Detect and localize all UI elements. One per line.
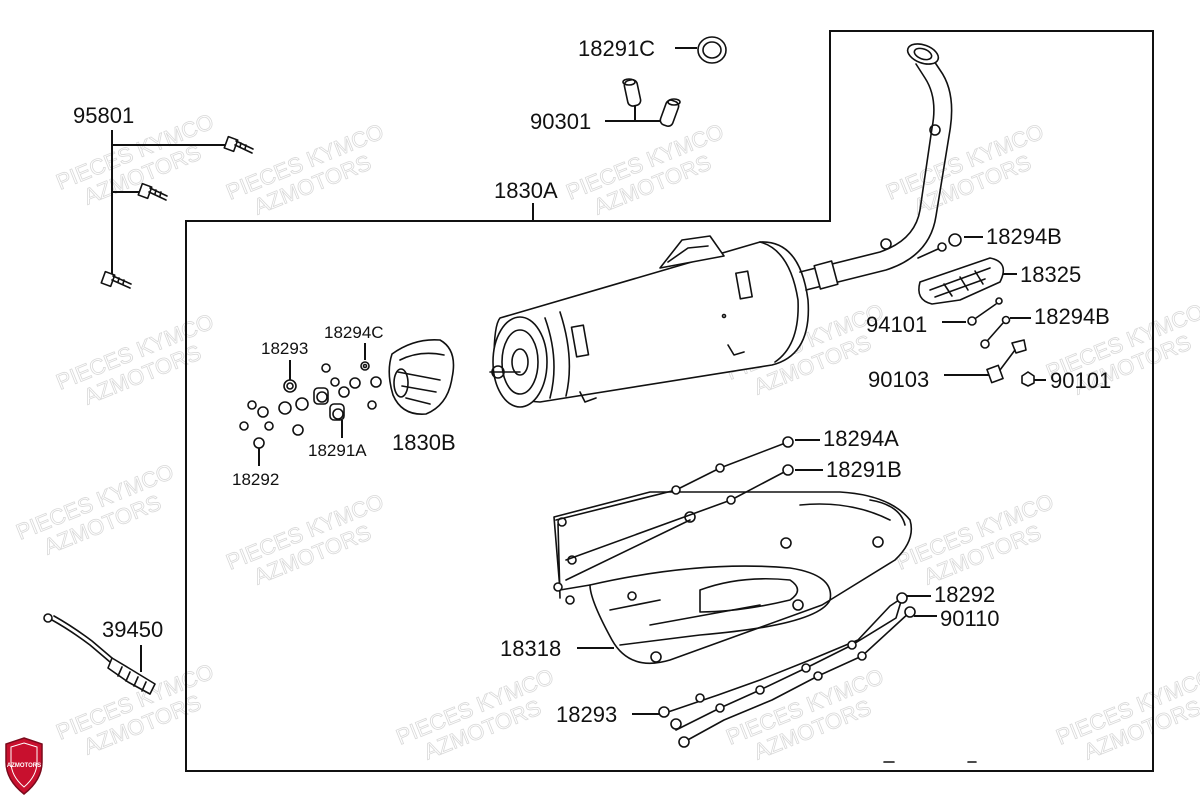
- label-94101: 94101: [866, 312, 927, 337]
- guard-fastener-set: [553, 436, 794, 605]
- lower-hardware-chain: [658, 592, 916, 748]
- label-18291B: 18291B: [826, 457, 902, 482]
- washer-18294B-upper: [917, 233, 962, 259]
- label-39450: 39450: [102, 617, 163, 642]
- washer-94101: [967, 297, 1003, 326]
- label-95801: 95801: [73, 103, 134, 128]
- label-18294C: 18294C: [324, 323, 384, 342]
- watermark-layer: PIECES KYMCO AZMOTORS PIECES KYMCO AZMOT…: [12, 108, 1200, 764]
- label-18294A: 18294A: [823, 426, 899, 451]
- muffler-body-1830A: [489, 235, 810, 408]
- label-18293-top: 18293: [261, 339, 308, 358]
- label-18294B-lower: 18294B: [1034, 304, 1110, 329]
- o2-sensor-39450: [43, 613, 156, 695]
- muffler-guard-18318: [553, 491, 913, 664]
- label-18291A: 18291A: [308, 441, 367, 460]
- label-18292-left: 18292: [232, 470, 279, 489]
- label-90103: 90103: [868, 367, 929, 392]
- label-1830B: 1830B: [392, 430, 456, 455]
- logo-text: AZMOTORS: [7, 763, 41, 769]
- collar-90301-b: [659, 98, 681, 128]
- label-1830A: 1830A: [494, 178, 558, 203]
- bolt-95801-b: [137, 182, 168, 201]
- azmotors-logo: AZMOTORS: [5, 737, 43, 795]
- tail-cap-1830B: [388, 338, 455, 415]
- label-18294B-upper: 18294B: [986, 224, 1062, 249]
- exhaust-pipe: [799, 43, 953, 291]
- label-18293-bottom: 18293: [556, 702, 617, 727]
- assembly-frame: [185, 30, 1154, 772]
- label-18292-right: 18292: [934, 582, 995, 607]
- washer-18294B-lower: [980, 315, 1011, 349]
- collar-90301-a: [622, 78, 642, 107]
- bolt-95801-c: [100, 270, 132, 289]
- nut-90101: [1021, 371, 1035, 387]
- leader-95801: [111, 130, 228, 278]
- label-90110: 90110: [940, 606, 1000, 631]
- label-18291C: 18291C: [578, 36, 655, 61]
- bolt-90103: [986, 339, 1027, 384]
- label-18325: 18325: [1020, 262, 1081, 287]
- gasket-18291C: [697, 36, 727, 64]
- label-90101: 90101: [1050, 368, 1111, 393]
- bolt-95801-a: [223, 135, 254, 154]
- leader-90301: [605, 104, 660, 122]
- small-hardware-cluster: [239, 361, 382, 449]
- label-90301: 90301: [530, 109, 591, 134]
- heat-shield-18325: [918, 257, 1005, 305]
- label-18318: 18318: [500, 636, 561, 661]
